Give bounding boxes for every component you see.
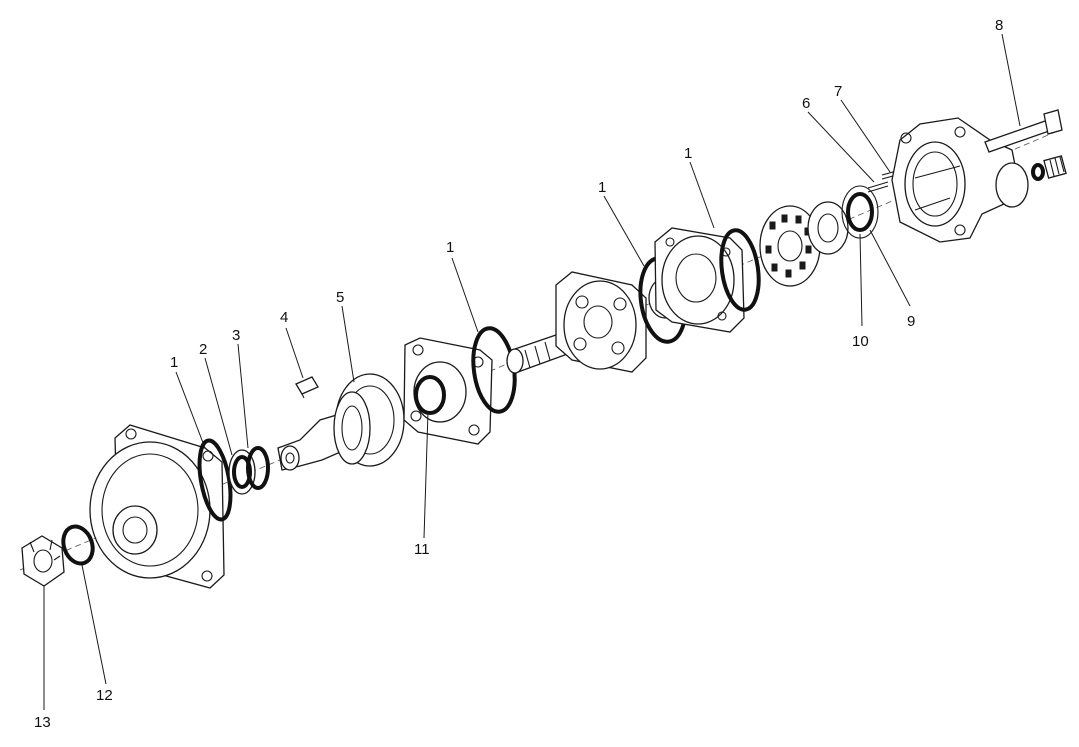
callout-labels: 1 2 3 4 5 1 1 1 6 7 8 10 9 11 12 13 — [34, 17, 1003, 731]
callout-11: 11 — [414, 541, 430, 558]
part-inner-seal — [846, 192, 874, 232]
part-wear-plate — [555, 271, 647, 373]
callout-3: 3 — [232, 327, 240, 344]
part-valve-plate — [759, 205, 821, 287]
part-washer — [61, 524, 95, 566]
part-end-cover — [891, 117, 1029, 243]
part-o-ring-gerotor — [719, 228, 761, 312]
callout-7: 7 — [834, 83, 842, 100]
callout-1-gerotor: 1 — [684, 145, 692, 162]
part-gerotor-set — [654, 227, 745, 333]
callout-1-housing: 1 — [170, 354, 178, 371]
part-bearing-plate — [403, 337, 493, 445]
callout-13: 13 — [34, 714, 51, 731]
part-valve-sleeve — [807, 201, 849, 255]
callout-9: 9 — [907, 313, 915, 330]
callout-6: 6 — [802, 95, 810, 112]
callout-4: 4 — [280, 309, 288, 326]
part-key — [295, 376, 319, 399]
part-bolt — [984, 109, 1063, 153]
part-flange-housing — [89, 424, 225, 589]
callout-1-plate: 1 — [446, 239, 454, 256]
callout-8: 8 — [995, 17, 1003, 34]
part-pin — [867, 181, 889, 193]
callout-10: 10 — [852, 333, 869, 350]
callout-1-manifold: 1 — [598, 179, 606, 196]
callout-5: 5 — [336, 289, 344, 306]
callout-12: 12 — [96, 687, 113, 704]
part-shaft-seal — [414, 375, 446, 415]
part-plug — [1031, 155, 1067, 181]
part-output-shaft — [277, 373, 405, 471]
callout-2: 2 — [199, 341, 207, 358]
part-backup-ring — [246, 446, 270, 490]
leader-lines — [43, 33, 1021, 710]
part-castle-nut — [21, 535, 65, 587]
